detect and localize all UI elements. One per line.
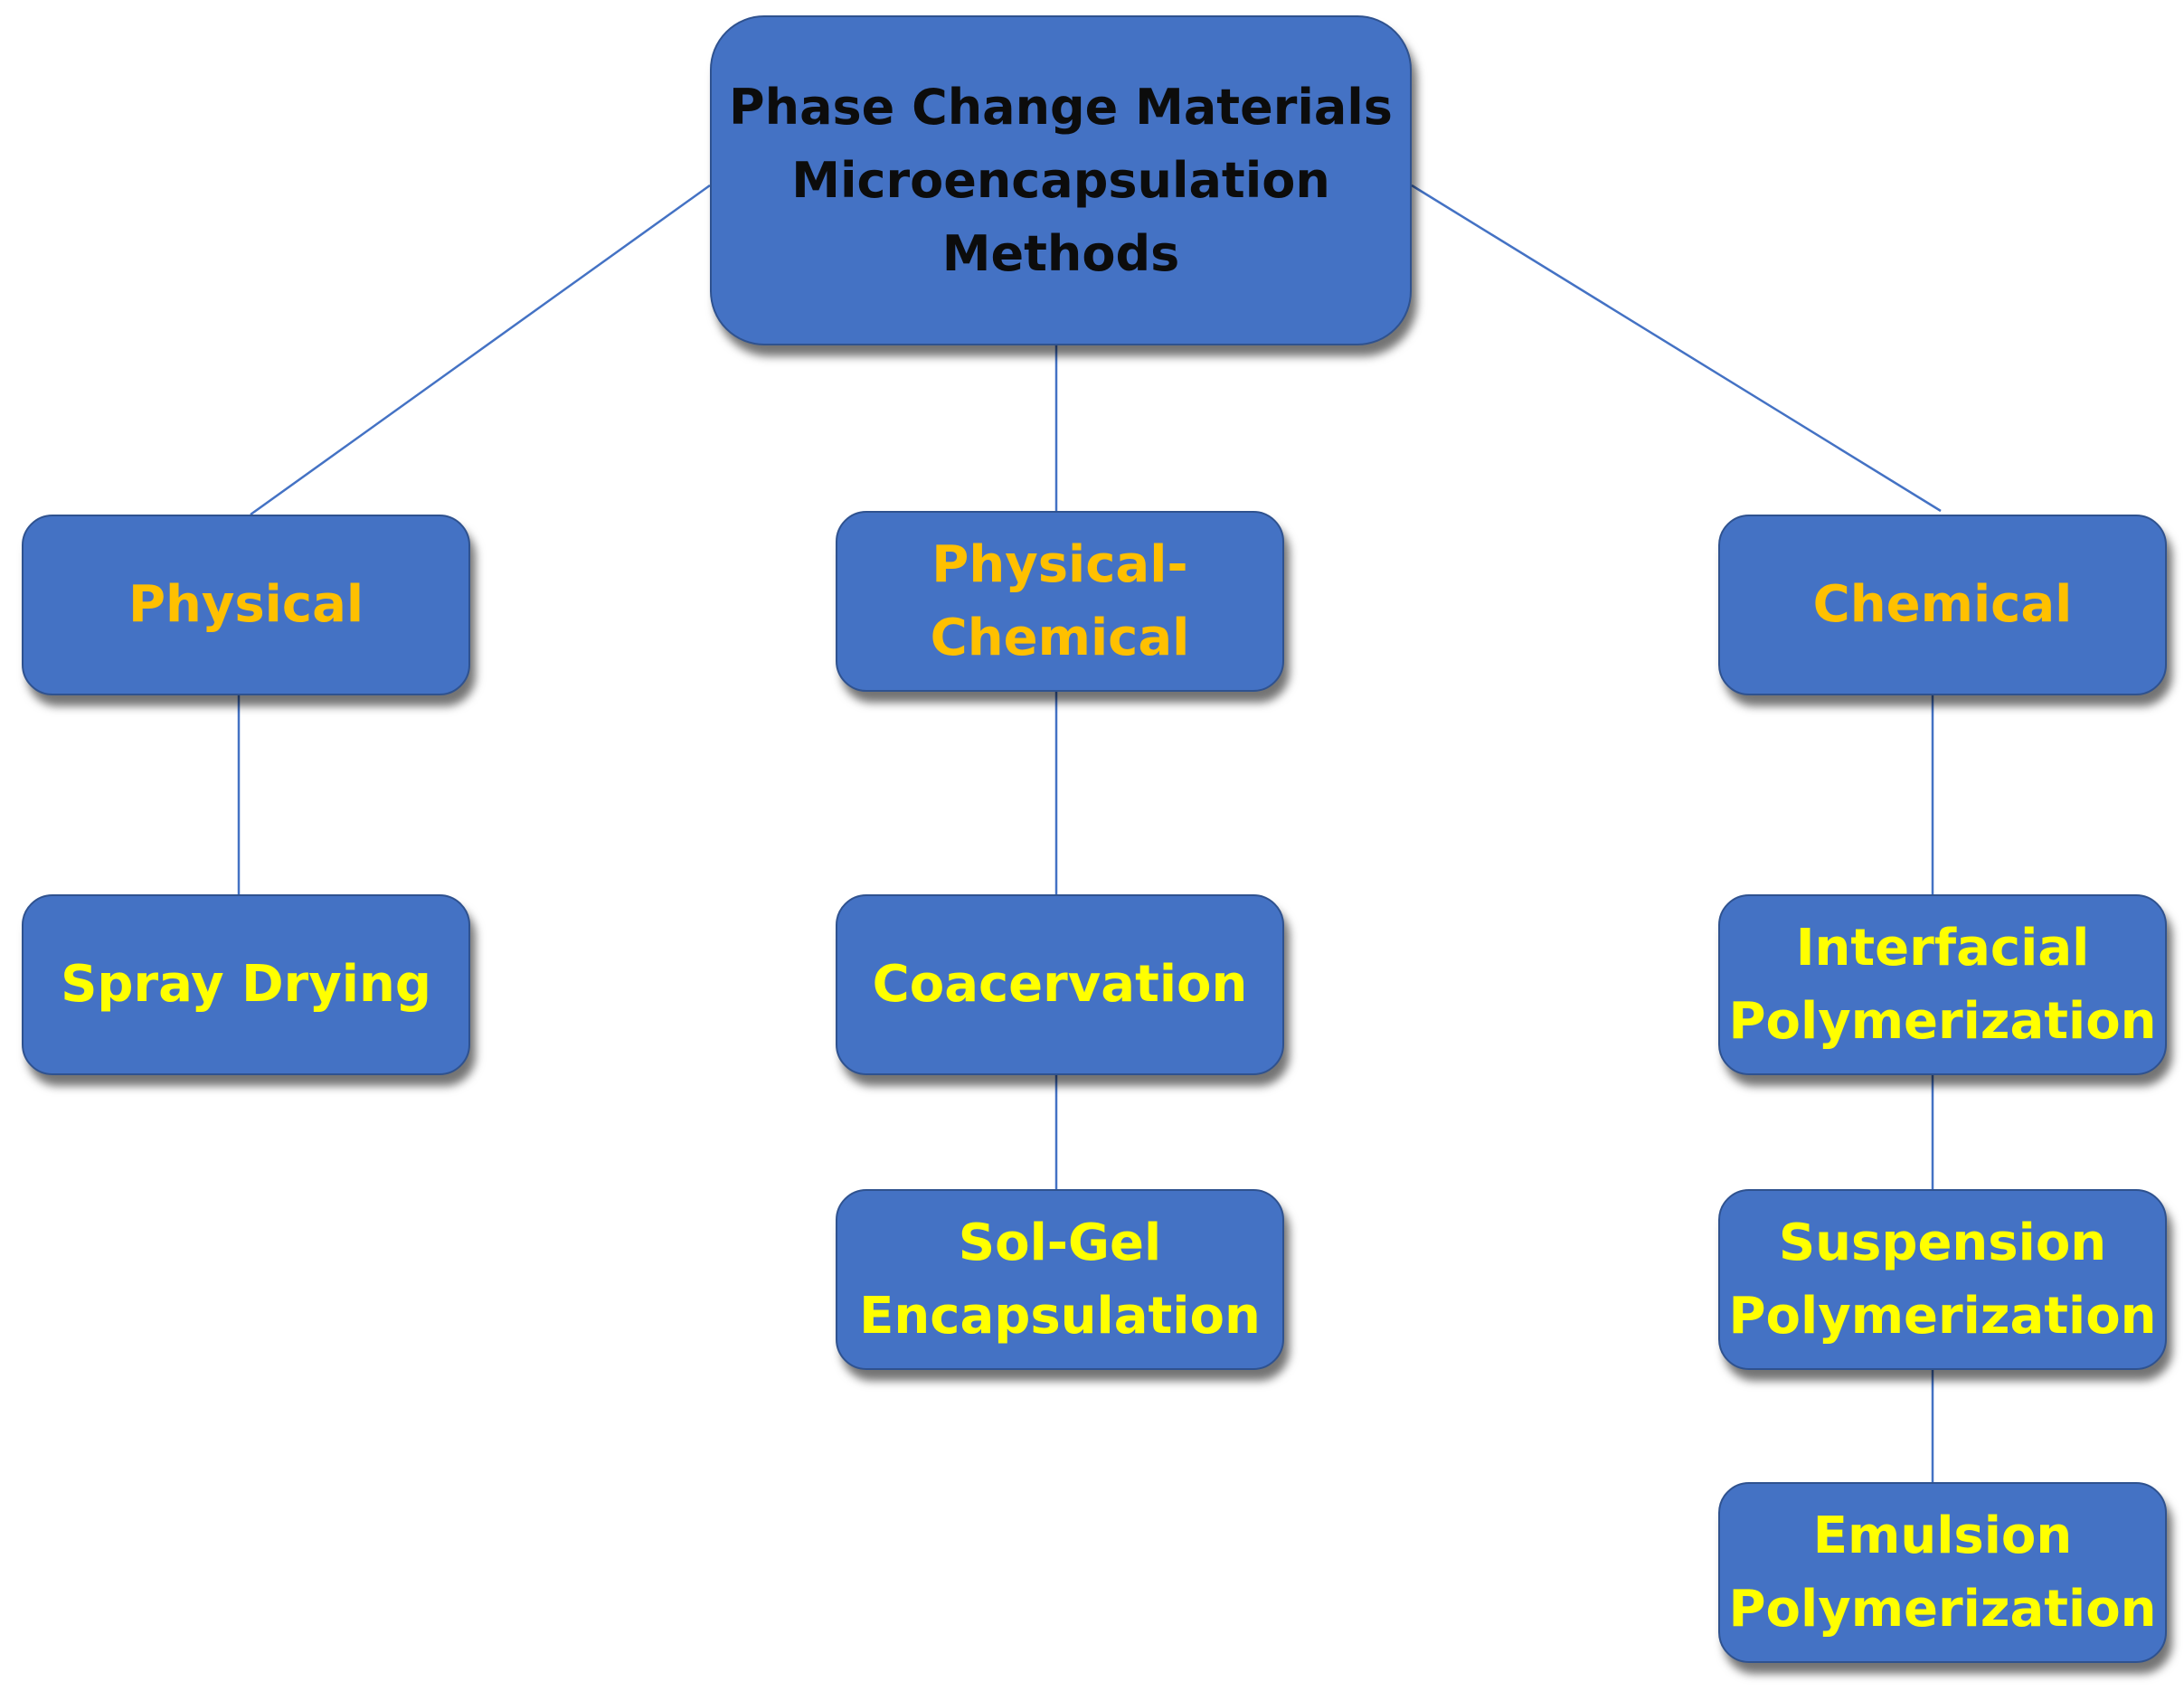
category-node-chemical: Chemical	[1718, 515, 2167, 695]
root-title-line-2: Microencapsulation	[791, 152, 1330, 209]
method-node-suspension-polymerization: Suspension Polymerization	[1718, 1189, 2167, 1370]
method-label-interfacial-line-1: Interfacial	[1795, 918, 2090, 978]
category-node-physical: Physical	[22, 515, 470, 695]
category-node-physical-chemical: Physical- Chemical	[836, 511, 1284, 692]
method-label-sol-gel-line-1: Sol-Gel	[958, 1213, 1162, 1272]
method-label-suspension-line-1: Suspension	[1778, 1213, 2107, 1272]
method-label-coacervation: Coacervation	[872, 955, 1248, 1015]
connector-root-chemical	[1411, 184, 1942, 513]
method-label-suspension-line-2: Polymerization	[1728, 1287, 2157, 1346]
method-label-emulsion-line-2: Polymerization	[1728, 1580, 2157, 1639]
root-title-line-3: Methods	[941, 225, 1180, 282]
method-label-sol-gel-line-2: Encapsulation	[859, 1287, 1261, 1346]
method-node-sol-gel-encapsulation: Sol-Gel Encapsulation	[836, 1189, 1284, 1370]
category-label-physical-chemical-line-2: Chemical	[930, 609, 1190, 667]
root-title-line-1: Phase Change Materials	[729, 79, 1393, 136]
method-node-spray-drying: Spray Drying	[22, 894, 470, 1075]
method-node-emulsion-polymerization: Emulsion Polymerization	[1718, 1482, 2167, 1663]
root-node-text: Phase Change Materials Microencapsulatio…	[729, 71, 1393, 290]
category-label-physical-chemical-line-1: Physical-	[931, 534, 1188, 594]
method-node-coacervation: Coacervation	[836, 894, 1284, 1075]
method-node-interfacial-polymerization: Interfacial Polymerization	[1718, 894, 2167, 1075]
connector-root-physical	[250, 184, 711, 516]
method-label-interfacial-line-2: Polymerization	[1728, 992, 2157, 1051]
category-label-physical: Physical	[128, 575, 364, 635]
root-node: Phase Change Materials Microencapsulatio…	[710, 15, 1412, 345]
method-label-spray-drying: Spray Drying	[61, 955, 431, 1015]
category-label-chemical: Chemical	[1812, 575, 2073, 635]
method-label-emulsion-line-1: Emulsion	[1812, 1506, 2073, 1565]
